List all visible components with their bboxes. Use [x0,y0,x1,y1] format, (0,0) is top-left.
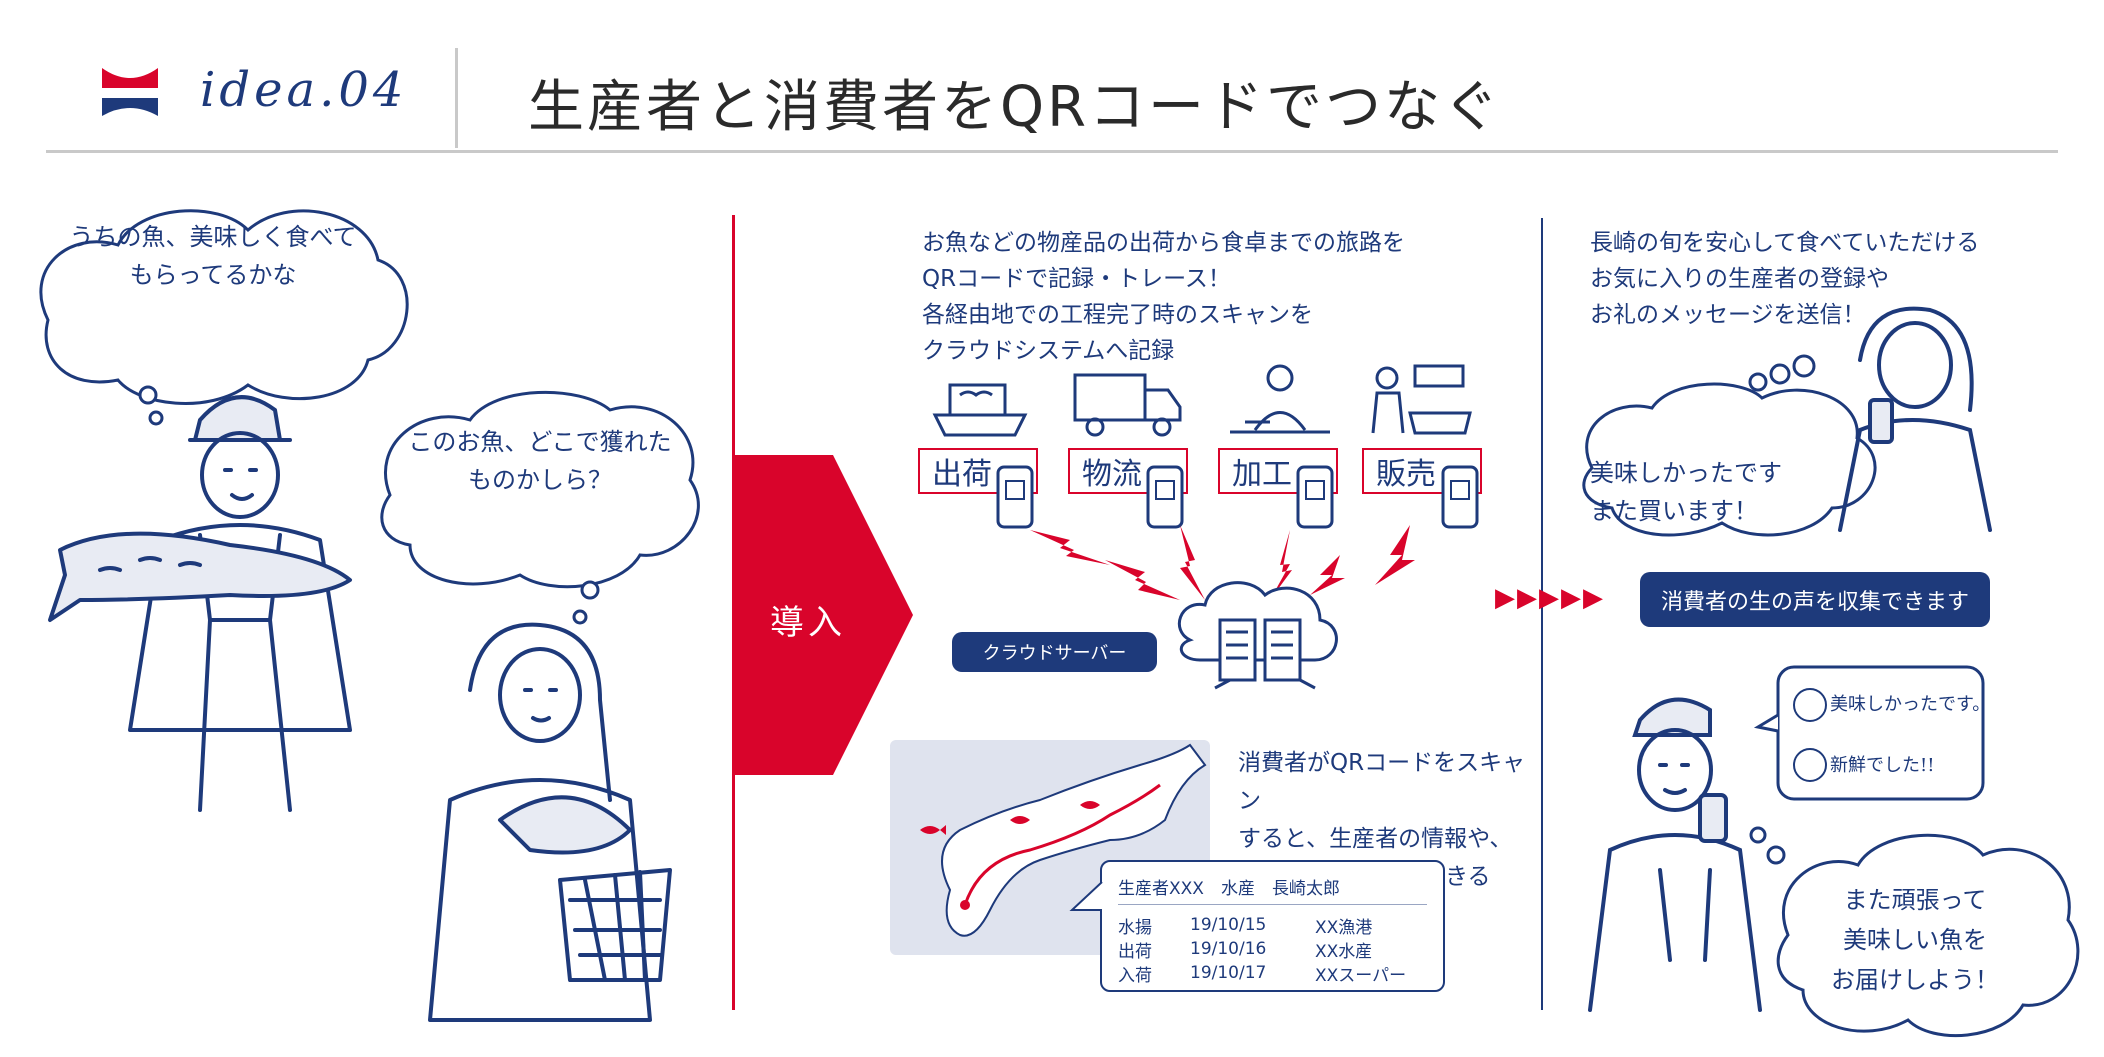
ship-icon [932,383,1028,437]
phone-qr-icon [996,465,1034,529]
thought-cloud-consumer [380,390,700,625]
intro-arrow [733,455,913,775]
truck-icon [1073,373,1182,437]
phone-qr-icon [1296,465,1334,529]
idea-label: idea.04 [200,62,408,118]
messages-panel [1753,665,1985,801]
flag-logo-icon [102,68,158,116]
page-title: 生産者と消費者をQRコードでつなぐ [528,75,1502,140]
fisherman-illustration [48,395,352,812]
message-1: 美味しかったです。 [1830,694,1991,715]
card-header-text: 生産者XXX 水産 長崎太郎 [1118,878,1340,899]
card-pointer [1069,881,1103,911]
speech-cloud-producer [1749,826,2080,1038]
card-row: 水揚 19/10/15 XX漁港 [1118,913,1427,938]
card-date: 19/10/16 [1190,939,1267,959]
card-date: 19/10/17 [1190,963,1267,983]
step-label: 物流 [1082,457,1142,492]
card-action: 入荷 [1118,965,1152,986]
traceability-description: お魚などの物産品の出荷から食卓までの旅路を QRコードで記録・トレース！ 各経由… [922,230,1405,364]
producer-info-card: 生産者XXX 水産 長崎太郎 水揚 19/10/15 XX漁港 出荷 19/10… [1100,860,1445,992]
card-action: 水揚 [1118,917,1152,938]
card-header: 生産者XXX 水産 長崎太郎 [1118,874,1427,905]
flow-arrows: ▶▶▶▶▶ [1495,583,1605,613]
step-label: 出荷 [932,457,992,492]
right-divider [1541,218,1543,1010]
producer-thought-text: うちの魚、美味しく食べて もらってるかな [69,223,357,289]
collect-feedback-text: 消費者の生の声を収集できます [1660,589,1969,615]
processing-worker-icon [1230,364,1330,434]
consumer-message-text: 美味しかったです また買います！ [1590,459,1782,525]
step-label: 加工 [1232,457,1292,492]
producer-message-text: また頑張って 美味しい魚を お届けしよう！ [1831,886,1999,994]
thought-cloud-producer [39,209,409,426]
message-2: 新鮮でした!! [1830,755,1935,776]
card-row: 入荷 19/10/17 XXスーパー [1118,961,1427,986]
consumer-benefit-description: 長崎の旬を安心して食べていただける お気に入りの生産者の登録や お礼のメッセージ… [1590,230,1980,328]
sales-clerk-icon [1371,364,1472,435]
header-divider [455,48,458,148]
intro-label: 導入 [770,603,846,643]
card-action: 出荷 [1118,941,1152,962]
japan-route-map [920,743,1207,937]
collect-feedback-label: 消費者の生の声を収集できます [1640,572,1990,627]
cloud-server-label-text: クラウドサーバー [982,643,1127,664]
speech-cloud-consumer [1582,382,1877,537]
card-place: XX水産 [1315,941,1373,962]
cloud-server-icon [1177,581,1338,690]
shopper-illustration [428,622,672,1022]
phone-qr-icon [1146,465,1184,529]
woman-phone-illustration [1748,306,1992,532]
card-row: 出荷 19/10/16 XX水産 [1118,937,1427,962]
card-place: XX漁港 [1315,917,1373,938]
card-place: XXスーパー [1315,965,1407,986]
cloud-server-label: クラウドサーバー [952,632,1157,672]
consumer-thought-text: このお魚、どこで獲れた ものかしら？ [408,428,672,494]
phone-qr-icon [1441,465,1479,529]
step-label: 販売 [1376,457,1436,492]
header-rule [46,150,2058,153]
fisherman-phone-illustration [1588,697,1762,1012]
card-date: 19/10/15 [1190,915,1267,935]
signal-bolts [1030,525,1415,600]
